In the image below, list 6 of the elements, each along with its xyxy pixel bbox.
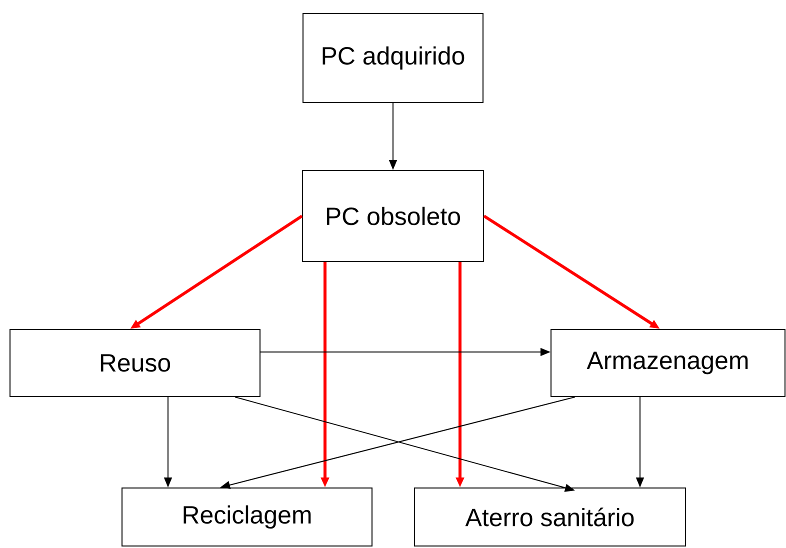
process-box: Reuso [10, 329, 260, 397]
process-box: Armazenagem [550, 329, 786, 397]
process-box: PC obsoleto [302, 170, 484, 262]
process-box: Reciclagem [122, 488, 372, 546]
process-box: Aterro sanitário [414, 488, 686, 546]
process-box: PC adquirido [302, 13, 484, 103]
